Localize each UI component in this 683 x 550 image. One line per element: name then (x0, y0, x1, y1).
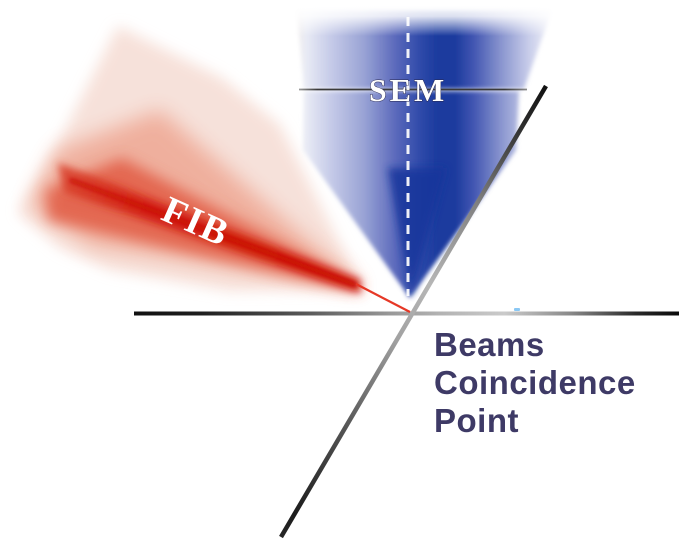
fib-beam-core-line (69, 178, 357, 287)
fib-beam-group: FIB (18, 26, 362, 293)
coincidence-label-line3: Point (434, 402, 519, 439)
coincidence-label-group: Beams Coincidence Point (434, 326, 636, 439)
sem-cap-top-fade (286, 0, 564, 36)
sem-column-group: SEM (286, 0, 564, 298)
coincidence-label-line2: Coincidence (434, 364, 636, 401)
coincidence-lines-group (134, 84, 679, 539)
sem-beam-core (388, 168, 446, 297)
fib-focused-ray-line (355, 283, 411, 313)
tilted-stage-line (279, 84, 548, 539)
blue-speck (514, 308, 520, 311)
coincidence-label-line1: Beams (434, 326, 545, 363)
sem-label: SEM (369, 72, 447, 108)
